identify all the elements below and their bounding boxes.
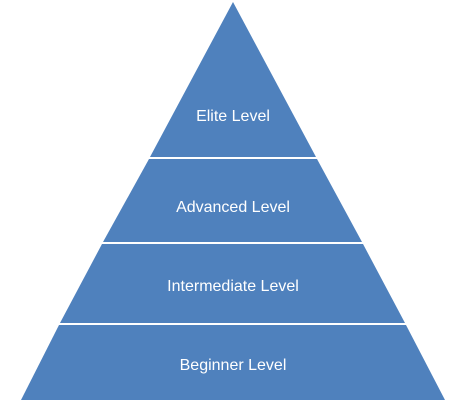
pyramid-tier-elite bbox=[150, 2, 316, 157]
pyramid-tier-intermediate bbox=[60, 244, 405, 323]
pyramid-tier-label-beginner: Beginner Level bbox=[180, 357, 287, 374]
pyramid-tier-label-advanced: Advanced Level bbox=[176, 199, 290, 216]
pyramid-tier-label-elite: Elite Level bbox=[196, 108, 270, 125]
pyramid-tier-label-intermediate: Intermediate Level bbox=[167, 278, 299, 295]
pyramid-tier-beginner bbox=[21, 325, 445, 400]
pyramid-tier-advanced bbox=[103, 159, 362, 242]
